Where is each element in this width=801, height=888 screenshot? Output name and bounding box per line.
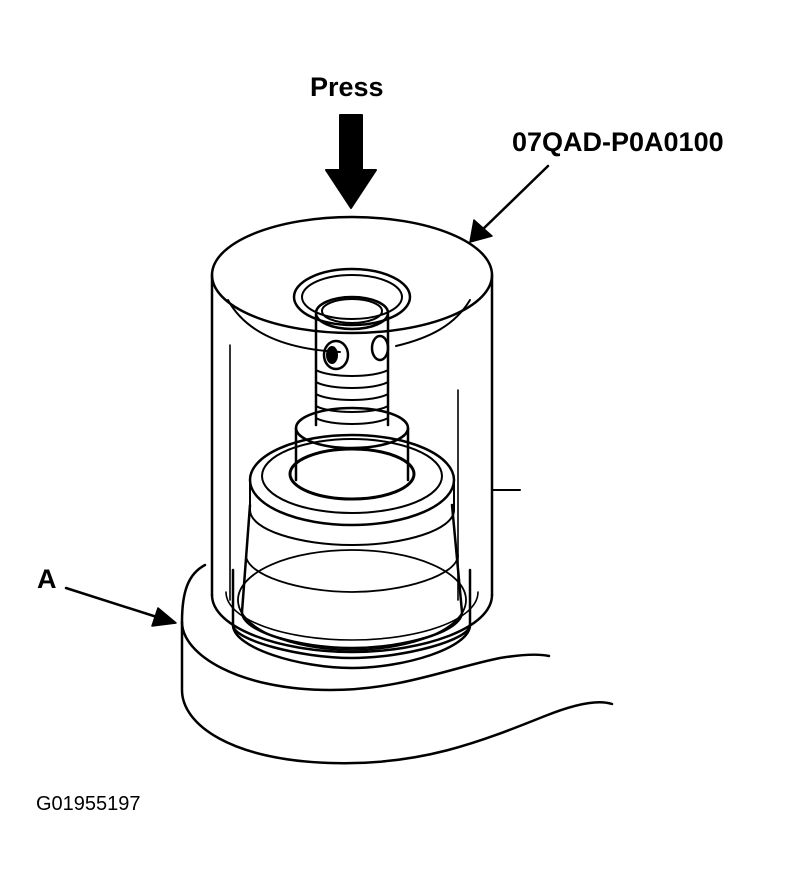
part-a-label: A [37,564,57,594]
press-arrow [325,114,377,209]
bearing-stack [231,433,472,670]
tool-leader-arrow [469,164,550,243]
part-a-housing [180,563,614,765]
special-tool [210,215,521,654]
press-label: Press [310,72,384,102]
part-a-leader-arrow [64,586,177,627]
figure-id-label: G01955197 [36,793,141,815]
tool-number-label: 07QAD-P0A0100 [512,127,724,157]
